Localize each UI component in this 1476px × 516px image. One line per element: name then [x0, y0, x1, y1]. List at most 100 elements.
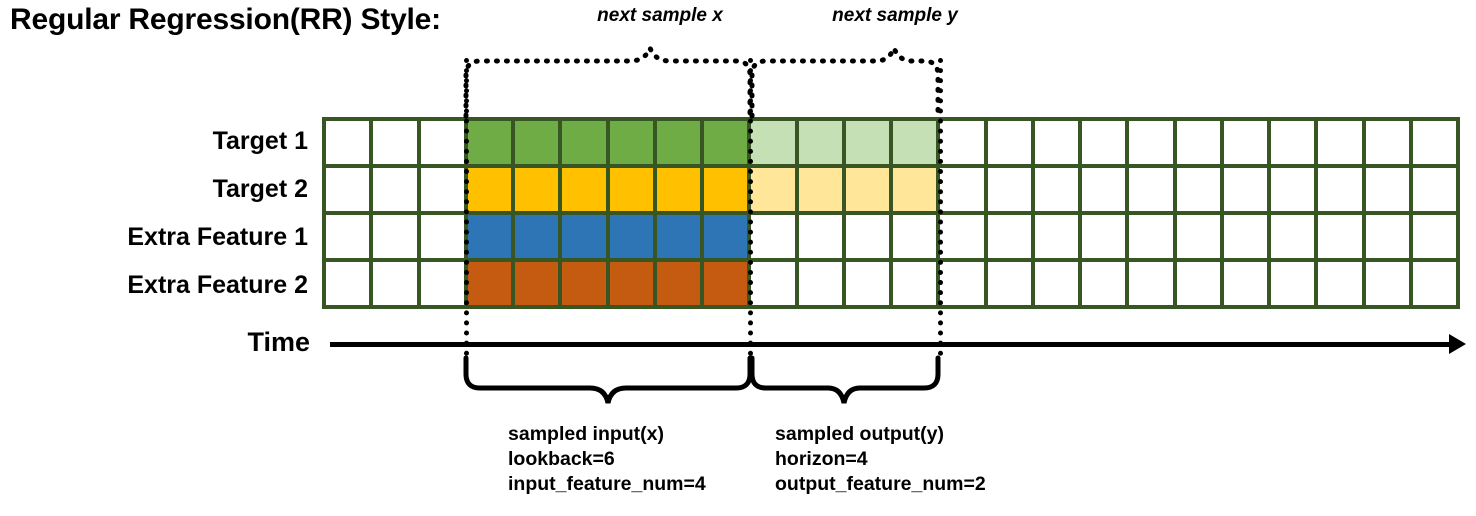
- grid-cell-r3-c7: [609, 215, 653, 258]
- grid-cell-r3-c13: [893, 215, 937, 258]
- grid-cell-r2-c17: [1082, 168, 1126, 211]
- annotation-input-line-2: lookback=6: [508, 448, 615, 470]
- grid-cell-r2-c20: [1223, 168, 1267, 211]
- grid-cell-r3-c2: [373, 215, 417, 258]
- annotation-output-line-1: sampled output(y): [775, 423, 944, 445]
- grid-cell-r4-c14: [940, 262, 984, 305]
- row-label-group: Target 1 Target 2 Extra Feature 1 Extra …: [0, 117, 308, 309]
- grid-cell-r3-c23: [1365, 215, 1409, 258]
- grid-cell-r4-c24: [1412, 262, 1456, 305]
- annotation-input-line-3: input_feature_num=4: [508, 473, 706, 495]
- row-label-extra-feature-2: Extra Feature 2: [127, 270, 308, 299]
- grid-cell-r1-c23: [1365, 121, 1409, 164]
- grid-cell-r2-c22: [1318, 168, 1362, 211]
- grid-cell-r4-c11: [798, 262, 842, 305]
- grid-cell-r3-c11: [798, 215, 842, 258]
- grid-cell-r2-c13: [893, 168, 937, 211]
- grid-cell-r4-c16: [1034, 262, 1078, 305]
- grid-cell-r1-c5: [515, 121, 559, 164]
- grid-cell-r4-c7: [609, 262, 653, 305]
- annotation-output-line-3: output_feature_num=2: [775, 473, 986, 495]
- grid-cell-r4-c17: [1082, 262, 1126, 305]
- grid-cell-r1-c11: [798, 121, 842, 164]
- row-label-extra-feature-1: Extra Feature 1: [127, 222, 308, 251]
- grid-cell-r2-c6: [562, 168, 606, 211]
- top-brace-input: [463, 41, 753, 119]
- grid-cell-r3-c20: [1223, 215, 1267, 258]
- bottom-brace-input: [463, 355, 753, 404]
- annotation-output-line-2: horizon=4: [775, 448, 868, 470]
- divider-input-end: [748, 58, 753, 356]
- grid-cell-r4-c18: [1129, 262, 1173, 305]
- grid-cell-r2-c11: [798, 168, 842, 211]
- grid-cell-r1-c22: [1318, 121, 1362, 164]
- time-axis-label: Time: [247, 327, 310, 357]
- grid-cell-r1-c3: [420, 121, 464, 164]
- grid-cell-r3-c12: [845, 215, 889, 258]
- grid-cell-r2-c24: [1412, 168, 1456, 211]
- grid-cell-r1-c14: [940, 121, 984, 164]
- annotation-input: sampled input(x) lookback=6 input_featur…: [508, 422, 706, 497]
- grid-cell-r4-c13: [893, 262, 937, 305]
- grid-cell-r3-c10: [751, 215, 795, 258]
- row-label-target-1: Target 1: [212, 126, 308, 155]
- grid-cell-r1-c2: [373, 121, 417, 164]
- grid-cell-r4-c8: [656, 262, 700, 305]
- grid-cell-r2-c4: [467, 168, 511, 211]
- grid-cell-r3-c14: [940, 215, 984, 258]
- grid-cell-r1-c17: [1082, 121, 1126, 164]
- grid-cell-r3-c15: [987, 215, 1031, 258]
- grid-cell-r4-c10: [751, 262, 795, 305]
- grid-cell-r2-c19: [1176, 168, 1220, 211]
- grid-cell-r1-c4: [467, 121, 511, 164]
- grid-cell-r1-c7: [609, 121, 653, 164]
- grid-cell-r3-c17: [1082, 215, 1126, 258]
- grid-cell-r4-c20: [1223, 262, 1267, 305]
- time-axis-line: [330, 342, 1458, 347]
- grid-cell-r1-c18: [1129, 121, 1173, 164]
- grid-cell-r3-c21: [1271, 215, 1315, 258]
- grid-cell-r1-c1: [326, 121, 370, 164]
- grid-cell-r4-c15: [987, 262, 1031, 305]
- grid-cell-r1-c9: [704, 121, 748, 164]
- grid-cell-r2-c23: [1365, 168, 1409, 211]
- grid-cell-r2-c5: [515, 168, 559, 211]
- grid-cell-r4-c2: [373, 262, 417, 305]
- grid-cell-r3-c16: [1034, 215, 1078, 258]
- grid-cell-r1-c16: [1034, 121, 1078, 164]
- grid-cell-r3-c9: [704, 215, 748, 258]
- grid-cell-r3-c6: [562, 215, 606, 258]
- grid-cell-r3-c24: [1412, 215, 1456, 258]
- grid-cell-r4-c23: [1365, 262, 1409, 305]
- grid-cell-r4-c21: [1271, 262, 1315, 305]
- divider-input-start: [464, 58, 469, 356]
- grid-cell-r4-c22: [1318, 262, 1362, 305]
- annotation-input-line-1: sampled input(x): [508, 423, 665, 445]
- page-title: Regular Regression(RR) Style:: [10, 3, 441, 36]
- annotation-output: sampled output(y) horizon=4 output_featu…: [775, 422, 986, 497]
- grid-cell-r4-c9: [704, 262, 748, 305]
- grid-cell-r2-c18: [1129, 168, 1173, 211]
- grid-cell-r3-c19: [1176, 215, 1220, 258]
- grid-cell-r2-c21: [1271, 168, 1315, 211]
- grid-cell-r4-c12: [845, 262, 889, 305]
- grid-cell-r2-c14: [940, 168, 984, 211]
- grid-cell-r2-c1: [326, 168, 370, 211]
- grid-cell-r4-c3: [420, 262, 464, 305]
- grid-cell-r3-c4: [467, 215, 511, 258]
- next-sample-x-label: next sample x: [597, 5, 723, 26]
- grid-cell-r1-c10: [751, 121, 795, 164]
- row-label-target-2: Target 2: [212, 174, 308, 203]
- grid-cell-r2-c9: [704, 168, 748, 211]
- grid-cell-r1-c13: [893, 121, 937, 164]
- grid-cell-r1-c15: [987, 121, 1031, 164]
- timeseries-grid: [322, 117, 1460, 309]
- grid-cell-r2-c16: [1034, 168, 1078, 211]
- time-axis-arrow-icon: [1449, 334, 1466, 354]
- grid-cell-r4-c19: [1176, 262, 1220, 305]
- grid-cell-r2-c12: [845, 168, 889, 211]
- grid-cell-r1-c20: [1223, 121, 1267, 164]
- grid-cell-r1-c19: [1176, 121, 1220, 164]
- grid-cell-r2-c3: [420, 168, 464, 211]
